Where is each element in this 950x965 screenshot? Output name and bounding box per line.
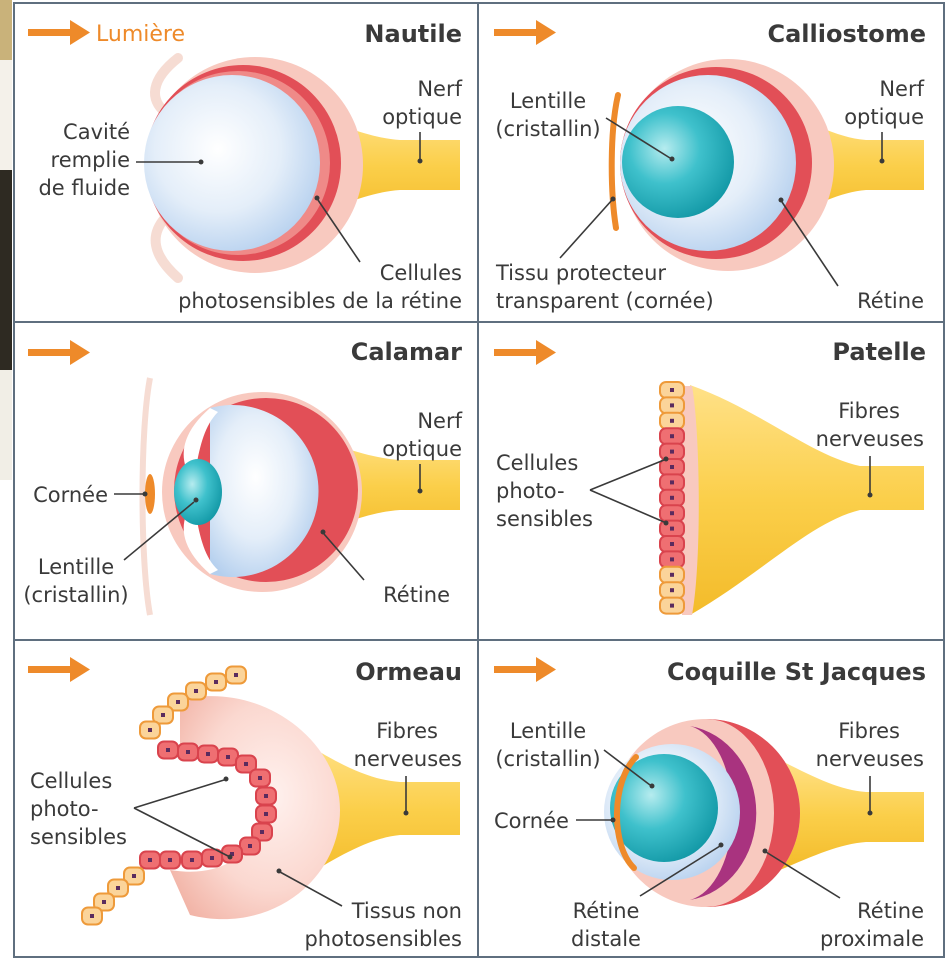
lens-shape [174,459,222,525]
svg-text:Rétine: Rétine [857,899,924,923]
photoreceptor-cell [226,667,246,684]
light-label: Lumière [96,22,185,47]
svg-text:Lentille: Lentille [38,555,114,579]
svg-text:photo-: photo- [30,797,99,821]
svg-text:Rétine: Rétine [573,899,640,923]
lens-shape [622,106,734,218]
svg-text:Fibres: Fibres [376,719,438,743]
svg-text:photosensibles de la rétine: photosensibles de la rétine [178,289,462,313]
svg-text:optique: optique [382,437,462,461]
photoreceptor-cell [660,567,684,583]
panel-title: Ormeau [355,658,462,686]
svg-text:optique: optique [382,105,462,129]
svg-text:Cellules: Cellules [380,261,462,285]
svg-text:photosensibles: photosensibles [304,927,462,951]
svg-text:Nerf: Nerf [879,77,924,101]
svg-text:Tissu protecteur: Tissu protecteur [495,261,666,285]
panel-title: Patelle [832,338,926,366]
svg-text:Nerf: Nerf [417,409,462,433]
svg-text:Nerf: Nerf [417,77,462,101]
photoreceptor-cell [660,397,684,413]
svg-text:Lentille: Lentille [510,719,586,743]
svg-text:Cavité: Cavité [63,120,130,144]
svg-text:Rétine: Rétine [857,289,924,313]
photoreceptor-cell [660,598,684,614]
photoreceptor-cell-column [660,382,684,614]
photoreceptor-cell [182,852,202,869]
svg-text:nerveuses: nerveuses [354,747,462,771]
photoreceptor-cell [660,382,684,398]
svg-text:photo-: photo- [496,479,565,503]
svg-text:(cristallin): (cristallin) [495,117,600,141]
photoreceptor-cell [256,788,276,805]
svg-text:Cornée: Cornée [494,809,569,833]
photoreceptor-cell [660,428,684,444]
photoreceptor-cell [140,852,160,869]
photoreceptor-cell [158,742,178,759]
photoreceptor-cell [660,444,684,460]
photoreceptor-cell [140,722,160,739]
svg-text:sensibles: sensibles [30,825,127,849]
photoreceptor-cell [660,413,684,429]
svg-text:(cristallin): (cristallin) [23,583,128,607]
photoreceptor-cell [660,490,684,506]
svg-text:nerveuses: nerveuses [816,427,924,451]
photoreceptor-cell [660,474,684,490]
fluid-cavity [144,75,320,251]
panel-title: Coquille St Jacques [667,658,926,686]
svg-text:Tissus non: Tissus non [351,899,462,923]
svg-text:transparent (cornée): transparent (cornée) [496,289,714,313]
photoreceptor-cell [660,536,684,552]
svg-text:Cellules: Cellules [30,769,112,793]
svg-text:Fibres: Fibres [838,719,900,743]
photoreceptor-cell [256,806,276,823]
panel-title: Nautile [364,20,462,48]
svg-text:remplie: remplie [51,148,130,172]
photoreceptor-cell [250,770,270,787]
svg-text:de fluide: de fluide [38,176,130,200]
svg-text:Cornée: Cornée [33,483,108,507]
cropped-background-strip [0,0,12,480]
svg-text:optique: optique [844,105,924,129]
panel-title: Calliostome [767,20,926,48]
photoreceptor-cell [82,908,102,925]
photoreceptor-cell [660,505,684,521]
svg-text:sensibles: sensibles [496,507,593,531]
svg-text:distale: distale [571,927,641,951]
photoreceptor-cell [206,674,226,691]
svg-text:proximale: proximale [820,927,924,951]
panel-title: Calamar [351,338,462,366]
svg-text:nerveuses: nerveuses [816,747,924,771]
photoreceptor-cell [186,683,206,700]
photoreceptor-cell [178,744,198,761]
svg-text:Lentille: Lentille [510,89,586,113]
svg-text:Rétine: Rétine [383,583,450,607]
svg-text:(cristallin): (cristallin) [495,747,600,771]
photoreceptor-cell [198,746,218,763]
photoreceptor-cell [160,852,180,869]
photoreceptor-cell [660,551,684,567]
svg-text:Cellules: Cellules [496,451,578,475]
photoreceptor-cell [660,582,684,598]
photoreceptor-cell [660,459,684,475]
svg-text:Fibres: Fibres [838,399,900,423]
